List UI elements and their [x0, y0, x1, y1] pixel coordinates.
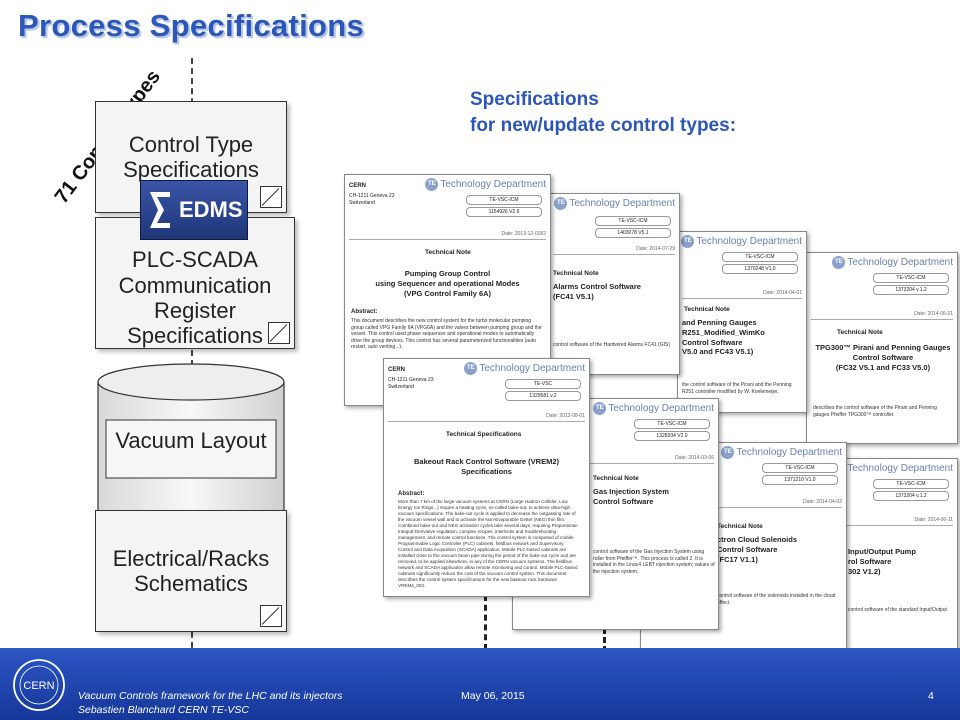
edms-sigma-icon — [150, 192, 170, 228]
spec-heading-line2: for new/update control types: — [470, 114, 737, 136]
document-corner-icon — [268, 322, 290, 344]
document-corner-icon — [260, 186, 282, 208]
flow-connector-line — [191, 58, 195, 658]
footer-bar — [0, 648, 960, 720]
box2-line4: Specifications — [127, 323, 263, 349]
electrical-racks-box: Electrical/Racks Schematics — [95, 510, 287, 632]
doc-connector — [484, 595, 487, 650]
edms-label: EDMS — [179, 197, 243, 222]
cern-logo-text: CERN — [23, 680, 54, 692]
edms-logo: EDMS — [140, 180, 248, 240]
box2-line2: Communication — [118, 272, 272, 298]
footer-line2: Sebastien Blanchard CERN TE-VSC — [78, 704, 249, 716]
vacuum-layout-database — [97, 363, 285, 536]
box1-line1: Control Type — [128, 131, 254, 157]
footer-date: May 06, 2015 — [461, 690, 525, 702]
document-corner-icon — [260, 605, 282, 627]
box2-line3: Register — [154, 298, 236, 323]
spec-heading-line1: Specifications — [470, 89, 599, 110]
box1-line2: Specifications — [123, 157, 259, 182]
box2-line1: PLC-SCADA — [132, 247, 258, 273]
cern-logo-icon: CERN — [13, 659, 65, 711]
specifications-heading: Specifications for new/update control ty… — [470, 87, 736, 138]
database-label: Vacuum Layout — [115, 428, 267, 453]
footer-line1: Vacuum Controls framework for the LHC an… — [78, 690, 343, 702]
box3-line1: Electrical/Racks — [112, 545, 270, 571]
box3-line2: Schematics — [134, 571, 248, 596]
page-number: 4 — [928, 690, 934, 702]
slide-title: Process Specifications — [18, 8, 365, 43]
